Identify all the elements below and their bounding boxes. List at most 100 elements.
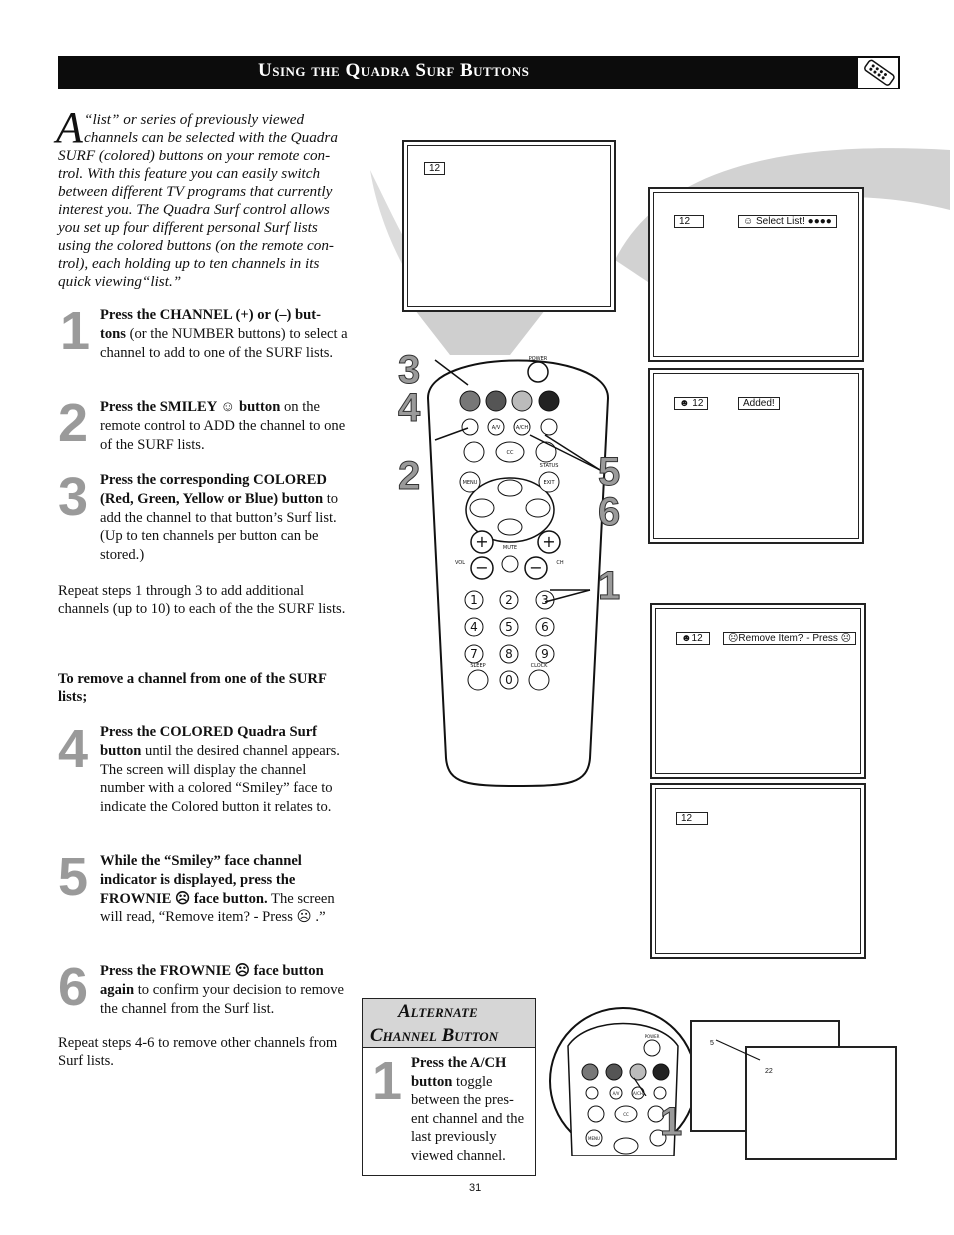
svg-text:VOL: VOL (455, 560, 465, 566)
step-text: Press the corresponding COLORED (Red, Gr… (100, 471, 350, 565)
step-body: (or the NUMBER buttons) to select a chan… (100, 325, 348, 361)
alternate-channel-title: Alternate Channel Button (370, 1000, 498, 1048)
svg-text:−: − (529, 558, 542, 577)
callout-alt-step-1: 1 (659, 1100, 683, 1144)
mute-button (501, 555, 519, 573)
alt-callout-lines (633, 1039, 761, 1096)
svg-text:POWER: POWER (645, 1034, 660, 1039)
alternate-step-text: Press the A/CH button toggle between the… (411, 1054, 531, 1166)
svg-text:3: 3 (541, 593, 549, 607)
alternate-step-number: 1 (372, 1051, 403, 1111)
tv-screen-alt-b: 22 (745, 1046, 897, 1160)
svg-text:7: 7 (470, 647, 478, 661)
callout-step-4: 4 (397, 386, 421, 430)
callout-step-1: 1 (597, 564, 621, 608)
remove-heading: To remove a channel from one of the SURF… (58, 671, 327, 705)
tv-screen-5: 12 (650, 783, 866, 959)
nav-pad (465, 477, 555, 543)
exit-button (538, 471, 560, 493)
svg-text:+: + (475, 532, 488, 551)
intro-paragraph: “list” or series of previously viewed ch… (58, 111, 350, 291)
alternate-channel-box (362, 998, 536, 1176)
step-bold: Press the CHANNEL (+) or (–) but- tons (100, 307, 321, 342)
svg-text:MENU: MENU (463, 480, 478, 486)
menu-button (459, 471, 481, 493)
intro-line: between different TV programs that curre… (58, 183, 333, 200)
remote-control-icon (858, 58, 898, 88)
channel-indicator: 12 (674, 215, 704, 228)
svg-text:0: 0 (505, 673, 513, 687)
step-bold: Press the COLORED Quadra Surf button (100, 724, 318, 759)
step-body: on the remote control to ADD the channel… (100, 399, 346, 453)
step-number: 2 (58, 393, 89, 453)
step-number: 4 (58, 719, 89, 779)
svg-text:POWER: POWER (529, 356, 548, 362)
av-button (487, 418, 505, 436)
alternate-step-bold: Press the A/CH button (411, 1055, 507, 1090)
intro-line: “list” or series of previously viewed (84, 111, 305, 128)
ch-down-button (524, 556, 548, 580)
step-body: to confirm your decision to remove the c… (100, 981, 344, 1017)
svg-text:1: 1 (470, 593, 478, 607)
intro-line: using the colored buttons (on the remote… (58, 237, 334, 254)
intro-dropcap: A (56, 103, 83, 152)
step-number: 3 (58, 467, 89, 527)
channel-indicator: 12 (424, 162, 446, 175)
step-text: Press the COLORED Quadra Surf button unt… (100, 723, 350, 817)
svg-text:8: 8 (505, 647, 513, 661)
step-number: 1 (60, 301, 91, 361)
smiley-button (461, 418, 479, 436)
digit-buttons (464, 590, 555, 691)
surf-button-green (485, 390, 507, 412)
svg-text:+: + (542, 532, 555, 551)
channel-indicator: 22 (761, 1066, 777, 1077)
vol-down-button (470, 556, 494, 580)
svg-text:2: 2 (505, 593, 513, 607)
added-message: Added! (738, 397, 780, 410)
auto-sound-button (463, 441, 485, 463)
step-text: Press the FROWNIE ☹ face button again to… (100, 962, 350, 1018)
callout-lines (434, 359, 601, 603)
svg-text:A/V: A/V (613, 1091, 620, 1096)
svg-text:EXIT: EXIT (543, 480, 555, 486)
svg-text:4: 4 (470, 620, 478, 634)
cc-button (495, 441, 525, 463)
down-button (497, 518, 523, 536)
surf-button-red (459, 390, 481, 412)
svg-text:STATUS: STATUS (540, 463, 559, 469)
callout-step-5: 5 (597, 450, 621, 494)
intro-line: SURF (colored) buttons on your remote co… (58, 147, 331, 164)
frownie-button (540, 418, 558, 436)
callout-step-3: 3 (397, 348, 421, 392)
svg-text:A/CH: A/CH (633, 1091, 643, 1096)
svg-text:SLEEP: SLEEP (470, 663, 485, 669)
surf-button-yellow (511, 390, 533, 412)
svg-text:A/CH: A/CH (516, 425, 529, 431)
alternate-channel-header (363, 999, 535, 1048)
step-bold: Press the SMILEY ☺ button (100, 399, 281, 415)
svg-text:MENU: MENU (588, 1136, 600, 1141)
alternate-title-line1: Alternate (398, 1001, 478, 1022)
step-body: The screen will read, “Remove item? - Pr… (100, 890, 335, 926)
callout-step-6: 6 (597, 490, 621, 534)
step-body: to add the channel to that button’s Surf… (100, 490, 339, 564)
step-body: until the desired channel appears. The s… (100, 742, 340, 816)
page-number: 31 (469, 1182, 482, 1194)
surf-button-blue (538, 390, 560, 412)
channel-indicator: ☻ 12 (674, 397, 709, 410)
svg-text:5: 5 (505, 620, 513, 634)
svg-text:CLOCK: CLOCK (531, 663, 549, 669)
ch-up-button (537, 530, 561, 554)
intro-line: trol. With this feature you can easily s… (58, 165, 321, 182)
intro-line: trol), each holding up to ten channels i… (58, 255, 320, 272)
channel-indicator: 12 (676, 812, 708, 825)
step-bold: Press the corresponding COLORED (Red, Gr… (100, 472, 327, 507)
intro-line: channels can be selected with the Quadra (84, 129, 338, 146)
auto-picture-button (535, 441, 557, 463)
repeat-remove-note: Repeat steps 4-6 to remove other channel… (58, 1035, 338, 1069)
section-title: Using the Quadra Surf Buttons (258, 60, 530, 81)
svg-text:CC: CC (507, 450, 514, 456)
intro-line: interest you. The Quadra Surf control al… (58, 201, 330, 218)
